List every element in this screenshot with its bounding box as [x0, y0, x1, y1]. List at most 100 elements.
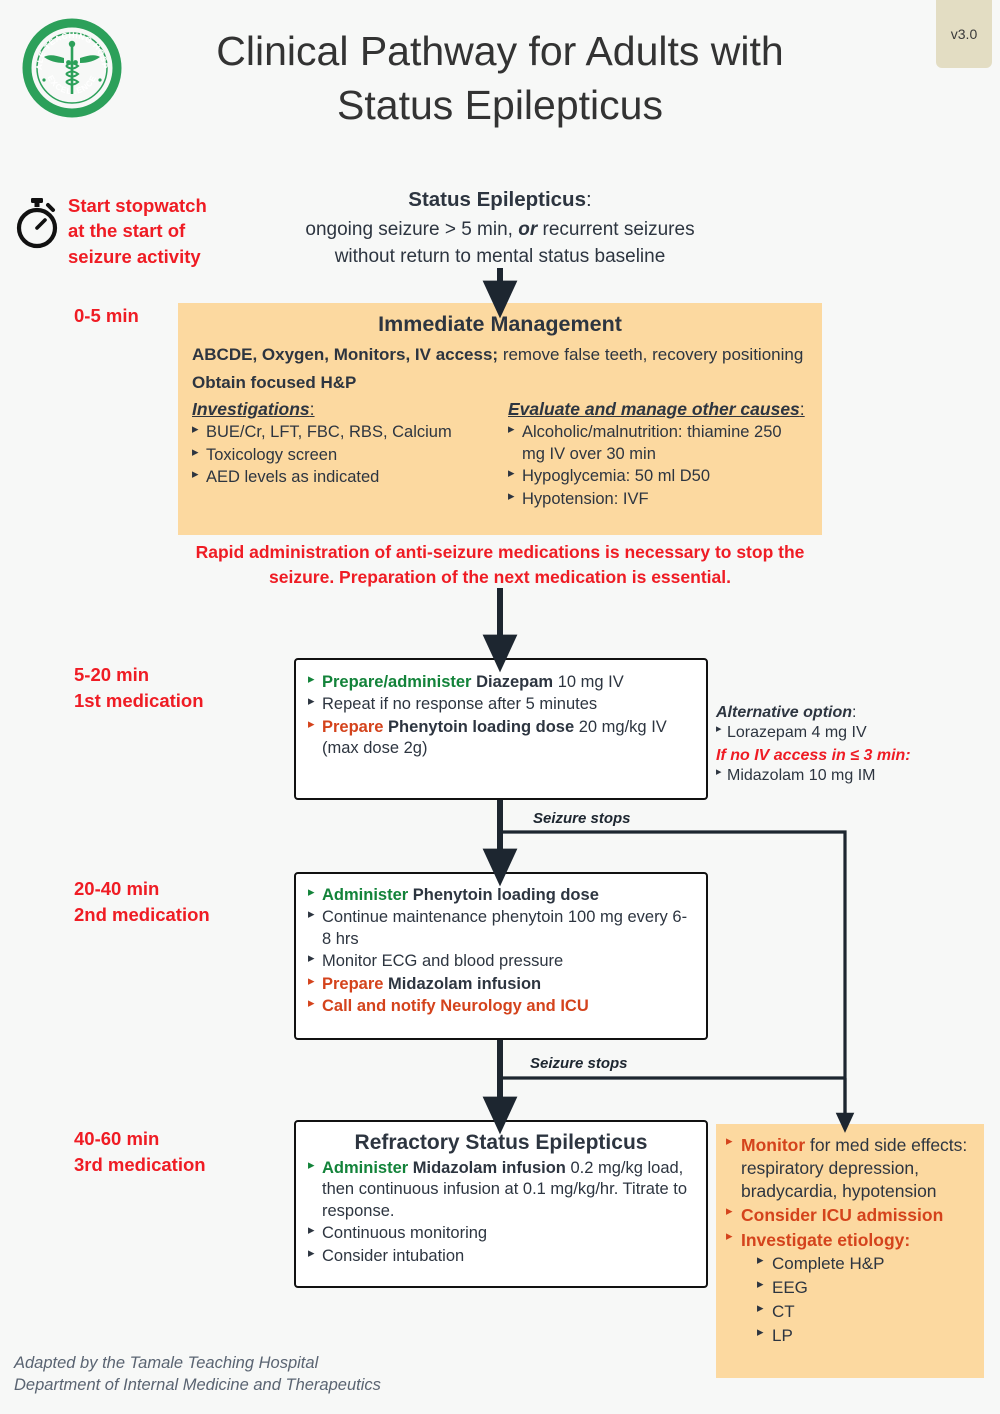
monitoring-list: Monitor for med side effects: respirator… — [726, 1133, 972, 1347]
first-medication-box: Prepare/administer Diazepam 10 mg IV Rep… — [294, 658, 708, 800]
list-item: Monitor ECG and blood pressure — [308, 950, 694, 972]
list-item: Prepare Phenytoin loading dose 20 mg/kg … — [308, 716, 694, 760]
alternative-option-heading: Alternative option: — [716, 702, 991, 723]
list-item: Continuous monitoring — [308, 1222, 694, 1244]
footer-attribution: Adapted by the Tamale Teaching Hospital … — [14, 1353, 574, 1397]
list-item: Continue maintenance phenytoin 100 mg ev… — [308, 906, 694, 950]
list-item: Investigate etiology: Complete H&P EEG C… — [726, 1228, 972, 1347]
rapid-administration-warning: Rapid administration of anti-seizure med… — [195, 542, 805, 587]
list-item: Prepare/administer Diazepam 10 mg IV — [308, 671, 694, 693]
list-item: Lorazepam 4 mg IV — [716, 722, 991, 744]
timing-label-0-5min: 0-5 min — [74, 303, 139, 329]
footer-line1: Adapted by the Tamale Teaching Hospital — [14, 1354, 319, 1372]
immediate-hp-bold: Obtain focused H&P — [192, 372, 357, 392]
timing-label-5-20min: 5-20 min 1st medication — [74, 662, 204, 713]
med3-item0-rest: 0.2 mg/kg load, then continuous infusion… — [322, 1159, 688, 1220]
list-item: Hypotension: IVF — [508, 488, 808, 510]
timing-5-20-sub: 1st medication — [74, 689, 204, 711]
definition-line2: without return to mental status baseline — [334, 245, 666, 267]
list-item: Administer Midazolam infusion 0.2 mg/kg … — [308, 1157, 694, 1222]
med2-item0-accent: Administer — [322, 886, 409, 904]
alternative-option-heading-colon: : — [852, 704, 857, 721]
other-causes-heading-text: Evaluate and manage other causes — [508, 399, 800, 420]
definition-line1-or: or — [518, 219, 538, 241]
stopwatch-note-line1: Start stopwatch — [68, 195, 207, 216]
med1-item2-rest: 20 mg/kg IV (max dose 2g) — [322, 717, 667, 758]
list-item: Prepare Midazolam infusion — [308, 973, 694, 995]
med2-item4-accent: Call and notify Neurology and ICU — [322, 997, 589, 1016]
list-item: Complete H&P — [757, 1252, 972, 1275]
timing-5-20-text: 5-20 min — [74, 664, 150, 685]
footer-line2: Department of Internal Medicine and Ther… — [14, 1375, 381, 1394]
page-title-line1: Clinical Pathway for Adults with — [216, 28, 784, 74]
timing-20-40-sub: 2nd medication — [74, 903, 210, 925]
hospital-logo: TAMALE TEACHING HOSPITAL EXCELLENCE — [18, 11, 122, 118]
second-medication-box: Administer Phenytoin loading dose Contin… — [294, 872, 708, 1040]
list-item: Consider ICU admission — [726, 1203, 972, 1227]
stopwatch-note-line2: at the start of — [68, 220, 186, 242]
monitor-item3-text: Investigate etiology: — [741, 1230, 911, 1250]
med2-item3-bold: Midazolam infusion — [383, 974, 542, 993]
first-medication-list: Prepare/administer Diazepam 10 mg IV Rep… — [308, 671, 694, 760]
med1-item0-rest: 10 mg IV — [553, 673, 624, 691]
branch-label-seizure-stops-1: Seizure stops — [533, 810, 631, 827]
no-iv-access-heading: If no IV access in ≤ 3 min: — [716, 746, 911, 764]
list-item: CT — [757, 1300, 972, 1323]
monitor-item2-text: Consider ICU admission — [741, 1205, 944, 1226]
stopwatch-icon — [12, 196, 62, 250]
list-item: Hypoglycemia: 50 ml D50 — [508, 465, 808, 487]
med1-item0-bold: Diazepam — [471, 673, 554, 691]
list-item: AED levels as indicated — [192, 466, 492, 488]
timing-label-20-40min: 20-40 min 2nd medication — [74, 876, 210, 927]
definition-title-text: Status Epilepticus — [408, 188, 586, 211]
definition-line1: ongoing seizure > 5 min, or recurrent se… — [265, 217, 735, 243]
alternative-option-list-2: Midazolam 10 mg IM — [716, 765, 991, 787]
list-item: Toxicology screen — [192, 444, 492, 466]
investigations-heading-colon: : — [309, 399, 315, 420]
stopwatch-note-line3: seizure activity — [68, 245, 201, 267]
version-badge: v3.0 — [936, 0, 992, 68]
timing-20-40-text: 20-40 min — [74, 878, 160, 899]
list-item: Administer Phenytoin loading dose — [308, 884, 694, 906]
timing-40-60-text: 40-60 min — [74, 1128, 160, 1149]
definition-line1-b: recurrent seizures — [537, 219, 695, 241]
med3-item0-accent: Administer — [322, 1159, 409, 1177]
other-causes-heading-colon: : — [799, 399, 805, 420]
refractory-status-box: Refractory Status Epilepticus Administer… — [294, 1120, 708, 1288]
med3-item0-bold: Midazolam infusion — [408, 1159, 566, 1177]
alternative-option-list-1: Lorazepam 4 mg IV — [716, 722, 991, 744]
monitor-item1-accent: Monitor — [741, 1135, 806, 1155]
other-causes-heading: Evaluate and manage other causes: — [508, 399, 808, 420]
branch-label-seizure-stops-2: Seizure stops — [530, 1055, 628, 1072]
list-item: Alcoholic/malnutrition: thiamine 250 mg … — [508, 421, 808, 465]
list-item: EEG — [757, 1276, 972, 1299]
immediate-management-box: Immediate Management ABCDE, Oxygen, Moni… — [178, 303, 822, 535]
immediate-abcde-line: ABCDE, Oxygen, Monitors, IV access; remo… — [192, 344, 808, 367]
list-item: LP — [757, 1324, 972, 1347]
list-item: Consider intubation — [308, 1245, 694, 1267]
alternative-option-note: Alternative option: Lorazepam 4 mg IV If… — [716, 702, 991, 788]
investigations-heading: Investigations: — [192, 399, 492, 420]
list-item: Repeat if no response after 5 minutes — [308, 693, 694, 715]
immediate-abcde-rest: remove false teeth, recovery positioning — [498, 345, 804, 364]
third-medication-list: Administer Midazolam infusion 0.2 mg/kg … — [308, 1157, 694, 1267]
definition-line1-a: ongoing seizure > 5 min, — [305, 219, 519, 241]
other-causes-list: Alcoholic/malnutrition: thiamine 250 mg … — [508, 421, 808, 510]
med1-item1-rest: Repeat if no response after 5 minutes — [322, 695, 598, 714]
page-title: Clinical Pathway for Adults with Status … — [170, 24, 830, 132]
refractory-title: Refractory Status Epilepticus — [354, 1131, 648, 1154]
monitoring-panel: Monitor for med side effects: respirator… — [716, 1124, 984, 1378]
investigations-column: Investigations: BUE/Cr, LFT, FBC, RBS, C… — [192, 399, 492, 511]
status-epilepticus-definition: Status Epilepticus: ongoing seizure > 5 … — [265, 186, 735, 270]
etiology-sublist: Complete H&P EEG CT LP — [757, 1252, 972, 1347]
monitor-item1-rest: for med side effects: respiratory depres… — [741, 1135, 968, 1201]
med2-item0-bold: Phenytoin loading dose — [408, 886, 599, 904]
second-medication-list: Administer Phenytoin loading dose Contin… — [308, 884, 694, 1018]
timing-0-5-text: 0-5 min — [74, 305, 139, 326]
definition-title-colon: : — [586, 188, 592, 211]
investigations-heading-text: Investigations — [192, 399, 310, 420]
list-item: Call and notify Neurology and ICU — [308, 995, 694, 1017]
med1-item2-accent: Prepare — [322, 717, 384, 736]
timing-40-60-sub: 3rd medication — [74, 1153, 206, 1175]
immediate-hp-line: Obtain focused H&P — [192, 372, 808, 395]
